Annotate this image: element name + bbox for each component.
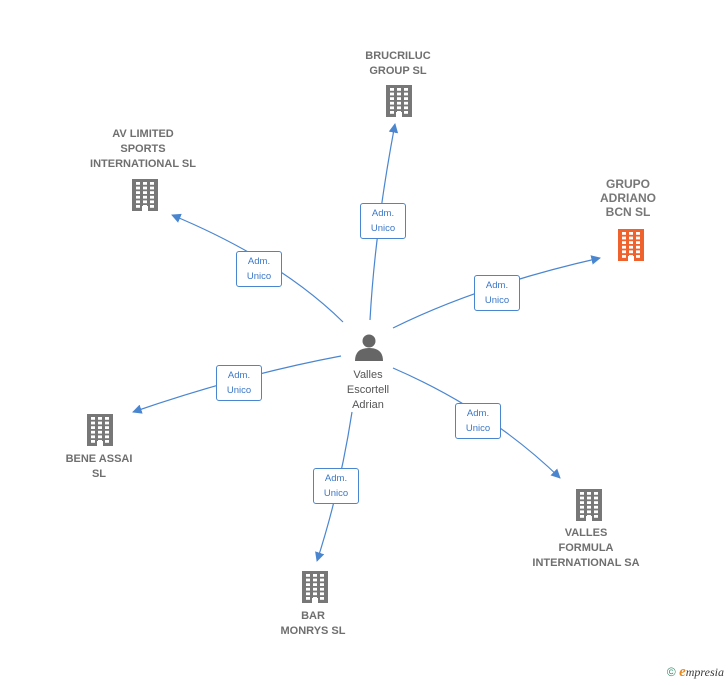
edge-label-grupo-adriano[interactable]: Adm. Unico xyxy=(474,275,520,311)
company-label-valles-formula: VALLES FORMULA INTERNATIONAL SA xyxy=(532,527,640,569)
company-label-bar-monrys: BAR MONRYS SL xyxy=(280,610,346,637)
edge-label-av-limited[interactable]: Adm. Unico xyxy=(236,251,282,287)
empresia-brand-text: mpresia xyxy=(685,665,724,679)
copyright-symbol: © xyxy=(666,665,676,679)
building-icon-grupo-adriano[interactable] xyxy=(618,229,644,261)
building-icon-bar-monrys[interactable] xyxy=(302,571,328,603)
building-icon-valles-formula[interactable] xyxy=(576,489,602,521)
building-icon-bene-assai[interactable] xyxy=(87,414,113,446)
person-icon[interactable] xyxy=(355,334,383,362)
edge-role-line1: Adm. xyxy=(227,370,251,381)
company-label-brucriluc: BRUCRILUC GROUP SL xyxy=(365,50,431,77)
edge-role-line2: Unico xyxy=(246,271,272,282)
edge-label-brucriluc[interactable]: Adm. Unico xyxy=(360,203,406,239)
edge-label-bar-monrys[interactable]: Adm. Unico xyxy=(313,468,359,504)
edge-role-line1: Adm. xyxy=(371,208,395,219)
person-name-label: Valles Escortell Adrian xyxy=(346,369,390,411)
edge-role-line1: Adm. xyxy=(324,473,348,484)
edge-role-line2: Unico xyxy=(370,223,396,234)
company-label-grupo-adriano: GRUPO ADRIANO BCN SL xyxy=(600,177,656,219)
edge-role-line2: Unico xyxy=(465,423,491,434)
edge-label-valles-formula[interactable]: Adm. Unico xyxy=(455,403,501,439)
footer-brand: © empresia xyxy=(667,664,724,681)
edge-role-line2: Unico xyxy=(323,488,349,499)
edge-role-line2: Unico xyxy=(226,385,252,396)
building-icon-brucriluc[interactable] xyxy=(386,85,412,117)
company-label-bene-assai: BENE ASSAI SL xyxy=(65,453,133,480)
edge-role-line1: Adm. xyxy=(247,256,271,267)
building-icon-av-limited[interactable] xyxy=(132,179,158,211)
edge-role-line2: Unico xyxy=(484,295,510,306)
empresia-logo-mark: e xyxy=(679,664,686,680)
edge-label-bene-assai[interactable]: Adm. Unico xyxy=(216,365,262,401)
edge-role-line1: Adm. xyxy=(485,280,509,291)
edge-role-line1: Adm. xyxy=(466,408,490,419)
company-label-av-limited: AV LIMITED SPORTS INTERNATIONAL SL xyxy=(90,128,196,170)
